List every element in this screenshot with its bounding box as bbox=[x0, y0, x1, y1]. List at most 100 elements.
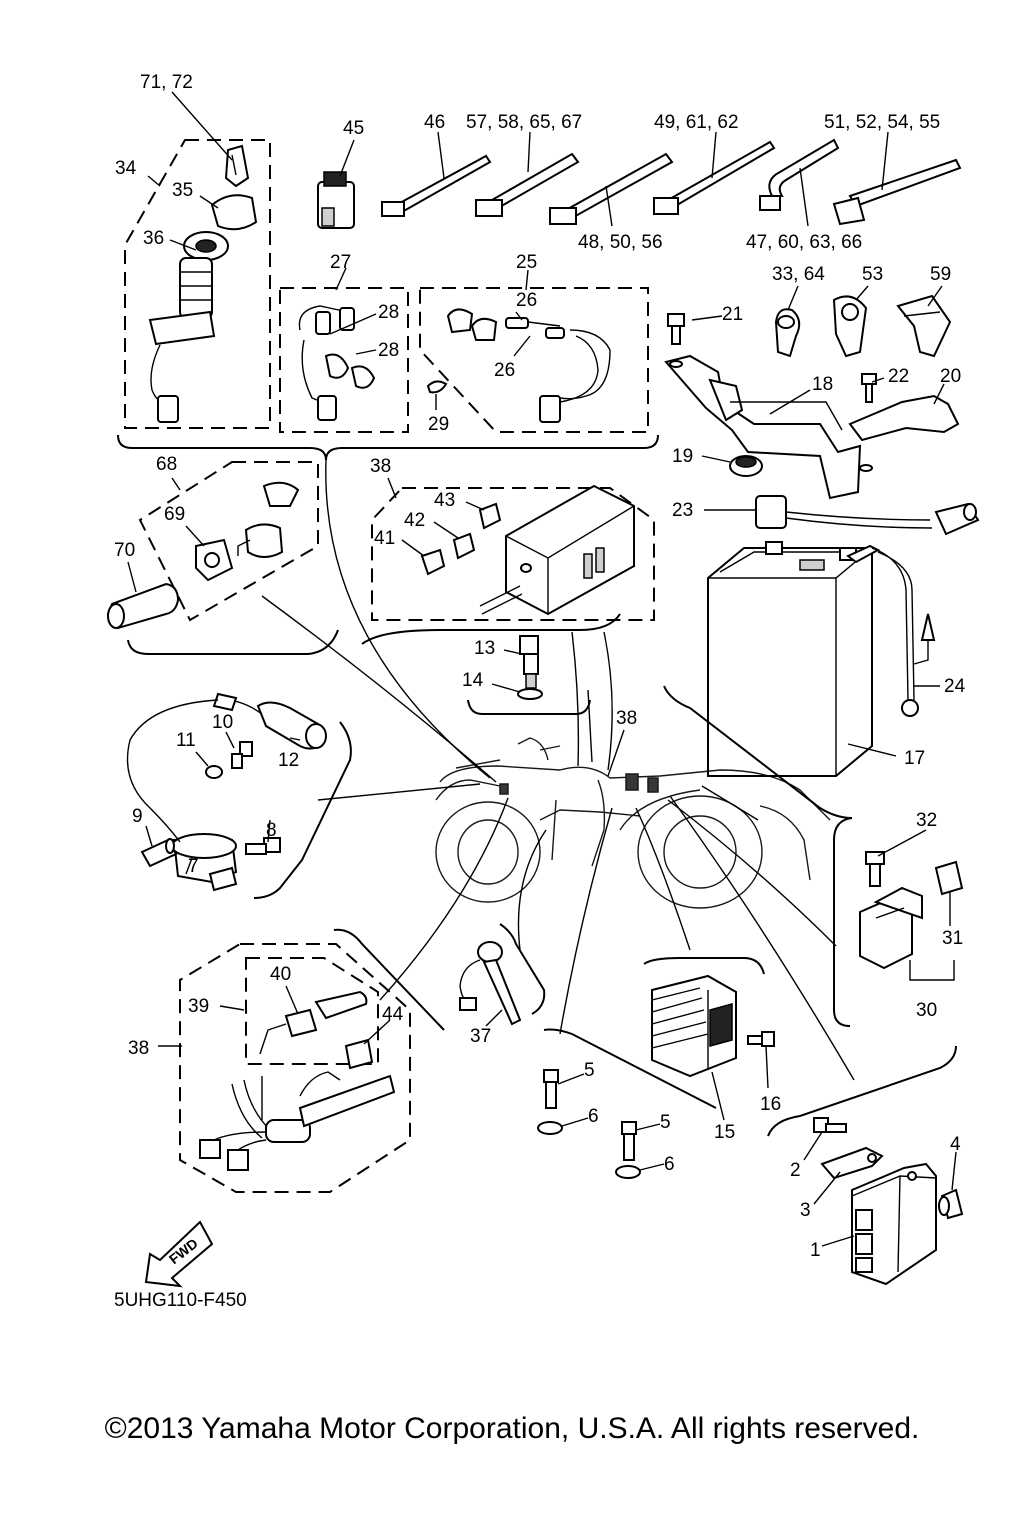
fuse-box-group-box bbox=[371, 487, 655, 621]
callout-7: 7 bbox=[188, 856, 199, 877]
plug-70-part bbox=[106, 582, 180, 630]
battery-bracket bbox=[663, 685, 853, 819]
main-switch-group-box bbox=[124, 139, 271, 429]
fuse-43-part bbox=[478, 502, 502, 530]
callout-26b: 26 bbox=[494, 360, 515, 381]
cable-tie-51-part bbox=[832, 158, 962, 226]
sensor-4-part bbox=[938, 1188, 964, 1220]
relay-30-part bbox=[859, 886, 923, 970]
fwd-arrow-icon: FWD bbox=[144, 1220, 214, 1288]
left-group-bracket bbox=[127, 629, 339, 655]
key-part bbox=[224, 144, 250, 188]
callout-18: 18 bbox=[812, 374, 833, 395]
callout-68: 68 bbox=[156, 454, 177, 475]
battery-cable-24-part bbox=[846, 544, 936, 717]
callout-33: 33, 64 bbox=[772, 264, 825, 285]
coil-7-part bbox=[171, 833, 238, 892]
bolt-5a-part bbox=[543, 1069, 559, 1109]
ecu-group-bracket bbox=[767, 1045, 957, 1137]
group-68-box bbox=[138, 461, 319, 622]
callout-28a: 28 bbox=[378, 302, 399, 323]
leader-lines bbox=[261, 459, 855, 1081]
callout-53: 53 bbox=[862, 264, 883, 285]
main-harness-38-part bbox=[199, 1071, 396, 1171]
callout-46: 46 bbox=[424, 112, 445, 133]
callout-35: 35 bbox=[172, 180, 193, 201]
cable-tie-47-part bbox=[759, 138, 840, 211]
clamp-59-part bbox=[896, 294, 952, 358]
harness-subgroup-39-box bbox=[245, 957, 379, 1065]
callout-22: 22 bbox=[888, 366, 909, 387]
callout-70: 70 bbox=[114, 540, 135, 561]
callout-labels: 71, 72 34 35 36 45 46 57, 58, 65, 67 49,… bbox=[114, 72, 966, 1261]
harness-40-part bbox=[259, 990, 368, 1055]
fuse-31-part bbox=[934, 860, 964, 896]
callout-42: 42 bbox=[404, 510, 425, 531]
callout-4: 4 bbox=[950, 1134, 961, 1155]
callout-47: 47, 60, 63, 66 bbox=[746, 232, 862, 253]
washer-6b-part bbox=[615, 1165, 641, 1179]
callout-29: 29 bbox=[428, 414, 449, 435]
grommet-29-part bbox=[426, 380, 448, 394]
regulator-group-bracket bbox=[643, 957, 765, 975]
fuse-box-part bbox=[479, 484, 635, 616]
callout-30: 30 bbox=[916, 1000, 937, 1021]
callout-44: 44 bbox=[382, 1004, 404, 1025]
bolt-32-part bbox=[865, 851, 885, 887]
clamp-33-part bbox=[774, 308, 801, 358]
callout-2: 2 bbox=[790, 1160, 801, 1181]
bolt-16-part bbox=[747, 1031, 775, 1047]
copyright-notice: ©2013 Yamaha Motor Corporation, U.S.A. A… bbox=[104, 1412, 920, 1445]
ecu-1-part bbox=[851, 1162, 937, 1286]
callout-59: 59 bbox=[930, 264, 951, 285]
harness-group-bracket bbox=[333, 928, 445, 1031]
clamp-53-part bbox=[832, 295, 868, 358]
callout-21: 21 bbox=[722, 304, 743, 325]
harness-27-part bbox=[298, 305, 376, 421]
callout-26a: 26 bbox=[516, 290, 537, 311]
callout-39: 39 bbox=[188, 996, 209, 1017]
callout-51: 51, 52, 54, 55 bbox=[824, 112, 940, 133]
callout-69: 69 bbox=[164, 504, 185, 525]
washer-14-part bbox=[517, 688, 543, 700]
callout-1: 1 bbox=[810, 1240, 821, 1261]
callout-8: 8 bbox=[266, 820, 277, 841]
grommet-19-part bbox=[729, 455, 763, 477]
regulator-15-part bbox=[651, 974, 737, 1078]
fuse-41-part bbox=[420, 548, 446, 576]
callout-11: 11 bbox=[176, 730, 196, 751]
cable-tie-48-part bbox=[549, 152, 674, 225]
diagram-code: 5UHG110-F450 bbox=[114, 1290, 247, 1311]
callout-27: 27 bbox=[330, 252, 351, 273]
screw-22-part bbox=[861, 373, 877, 403]
callout-17: 17 bbox=[904, 748, 925, 769]
group-27-box bbox=[279, 287, 409, 433]
bolt-10-part bbox=[231, 741, 253, 769]
cable-tie-46-part bbox=[381, 154, 492, 217]
callout-15: 15 bbox=[714, 1122, 735, 1143]
callout-10: 10 bbox=[212, 712, 233, 733]
fuse-42-part bbox=[452, 532, 476, 560]
callout-6a: 6 bbox=[588, 1106, 599, 1127]
washer-6a-part bbox=[537, 1121, 563, 1135]
sensor-13-part bbox=[519, 635, 539, 689]
coil-wire bbox=[126, 699, 219, 843]
relay-group-bracket bbox=[833, 817, 853, 1027]
group-25-box bbox=[419, 287, 649, 433]
callout-38c: 38 bbox=[128, 1038, 149, 1059]
callout-38b: 38 bbox=[616, 708, 637, 729]
callout-48: 48, 50, 56 bbox=[578, 232, 663, 253]
callout-34: 34 bbox=[115, 158, 137, 179]
callout-45: 45 bbox=[343, 118, 364, 139]
sensor-37-bracket bbox=[499, 923, 546, 1015]
callout-23: 23 bbox=[672, 500, 693, 521]
callout-24: 24 bbox=[944, 676, 966, 697]
sensor-37-part bbox=[459, 941, 522, 1026]
harness-25-part bbox=[446, 308, 611, 423]
callout-25: 25 bbox=[516, 252, 537, 273]
callout-5b: 5 bbox=[660, 1112, 671, 1133]
callout-19: 19 bbox=[672, 446, 693, 467]
main-switch-part bbox=[148, 194, 258, 423]
battery-17-part bbox=[707, 541, 873, 777]
plug-cap-12-part bbox=[212, 692, 327, 750]
